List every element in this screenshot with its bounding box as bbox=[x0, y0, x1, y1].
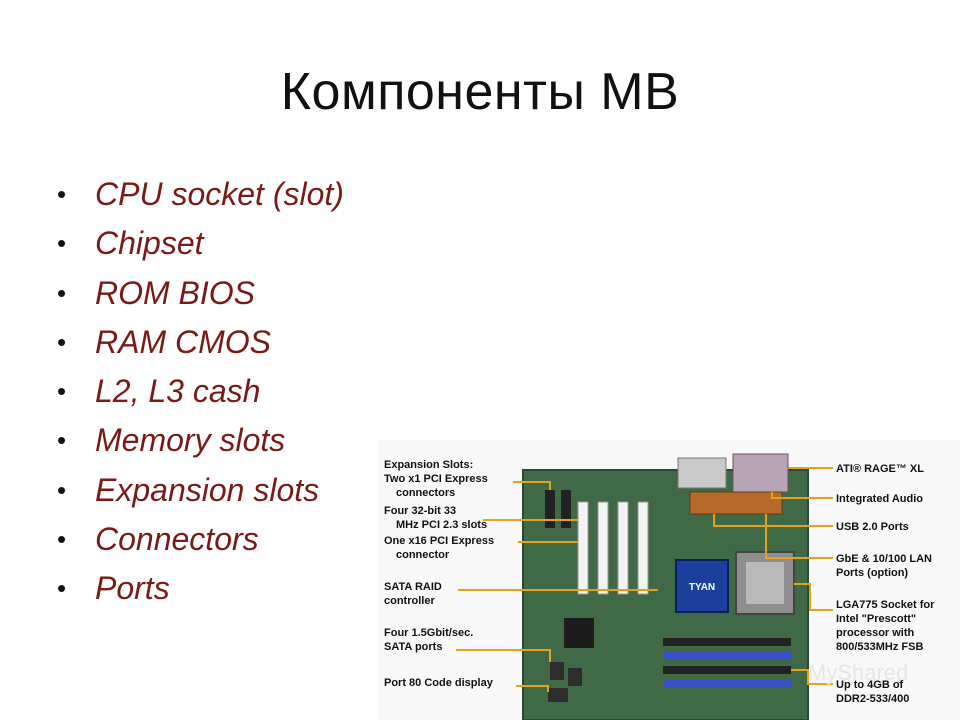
label-ati-rage: ATI® RAGE™ XL bbox=[836, 463, 924, 475]
pcie-x1-slot bbox=[545, 490, 555, 528]
bullet-text: ROM BIOS bbox=[95, 274, 256, 311]
audio-lan-row bbox=[689, 491, 783, 515]
bullet-marker: • bbox=[57, 524, 67, 555]
bullet-item: • Chipset bbox=[55, 219, 344, 268]
bullet-item: • CPU socket (slot) bbox=[55, 170, 344, 219]
dimm-slot bbox=[663, 680, 791, 688]
bullet-text: L2, L3 cash bbox=[95, 373, 261, 410]
vga-port bbox=[732, 453, 789, 493]
bullet-item: • Expansion slots bbox=[55, 466, 344, 515]
bullet-marker: • bbox=[57, 228, 67, 259]
bullet-text: Ports bbox=[95, 570, 170, 607]
bullet-item: • Memory slots bbox=[55, 416, 344, 465]
bullet-text: Expansion slots bbox=[95, 471, 320, 508]
bullet-item: • RAM CMOS bbox=[55, 318, 344, 367]
dimm-slot bbox=[663, 652, 791, 660]
bullet-marker: • bbox=[57, 376, 67, 407]
bullet-marker: • bbox=[57, 425, 67, 456]
bullet-marker: • bbox=[57, 326, 67, 357]
bullet-marker: • bbox=[57, 179, 67, 209]
dimm-slot bbox=[663, 638, 791, 646]
sata-raid-chip bbox=[564, 618, 594, 648]
label-port80: Port 80 Code display bbox=[384, 677, 494, 689]
slide-title: Компоненты МВ bbox=[280, 63, 680, 121]
pci-slot bbox=[597, 501, 609, 595]
pcie-x1-slot bbox=[561, 490, 571, 528]
motherboard-diagram: TYAN Expan bbox=[378, 440, 960, 720]
bullet-text: RAM CMOS bbox=[95, 323, 271, 360]
bullet-marker: • bbox=[57, 474, 67, 505]
leader-lines-right bbox=[713, 467, 833, 685]
sata-port bbox=[550, 662, 564, 680]
motherboard-figure: TYAN Expan bbox=[378, 440, 960, 720]
bullet-item: • L2, L3 cash bbox=[55, 367, 344, 416]
bullet-text: CPU socket (slot) bbox=[95, 176, 344, 212]
bullet-marker: • bbox=[57, 573, 67, 604]
port80-display bbox=[548, 688, 568, 702]
label-sata-ports: Four 1.5Gbit/sec.SATA ports bbox=[384, 627, 473, 653]
pci-slot bbox=[617, 501, 629, 595]
dimm-slot bbox=[663, 666, 791, 674]
cpu-socket-lid bbox=[746, 562, 784, 604]
chipset-heatsink bbox=[675, 559, 729, 613]
bullet-item: • ROM BIOS bbox=[55, 269, 344, 318]
bullet-item: • Connectors bbox=[55, 515, 344, 564]
sata-port bbox=[568, 668, 582, 686]
bullet-text: Memory slots bbox=[95, 422, 286, 459]
bullet-list: • CPU socket (slot) • Chipset • ROM BIOS • R… bbox=[55, 170, 344, 614]
pci-slot bbox=[577, 501, 589, 595]
pci-slot bbox=[637, 501, 649, 595]
leader-lines-left bbox=[456, 481, 658, 692]
bullet-marker: • bbox=[57, 277, 67, 308]
chip-logo: TYAN bbox=[689, 582, 715, 593]
watermark: MyShared bbox=[808, 660, 908, 685]
bullet-text: Connectors bbox=[95, 521, 259, 558]
label-integrated-audio: Integrated Audio bbox=[836, 493, 923, 505]
label-usb-ports: USB 2.0 Ports bbox=[836, 521, 909, 533]
bullet-item: • Ports bbox=[55, 564, 344, 613]
usb-ports-block bbox=[677, 457, 727, 489]
bullet-text: Chipset bbox=[95, 225, 204, 262]
